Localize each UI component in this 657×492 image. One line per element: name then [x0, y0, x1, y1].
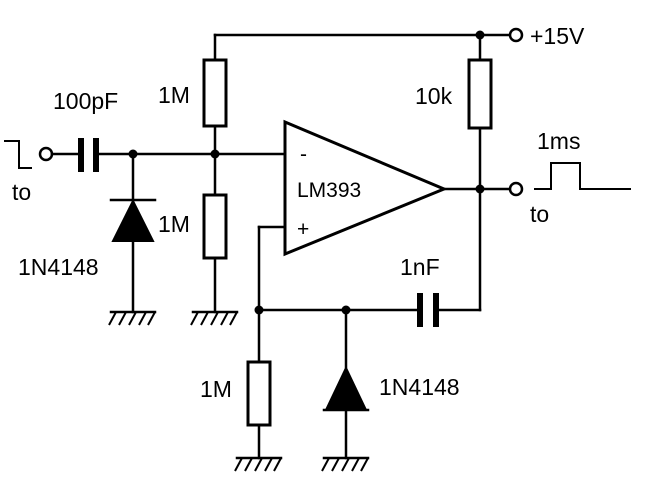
- resistor-1m-feedback-label: 1M: [200, 376, 232, 402]
- pulse-width-label: 1ms: [537, 128, 580, 154]
- output-wire: [442, 184, 512, 194]
- input-step-waveform: [4, 140, 32, 169]
- supply-rail: [213, 30, 514, 62]
- resistor-10k-label: 10k: [415, 83, 453, 109]
- resistor-1m-feedback: [246, 360, 272, 460]
- comparator-label: LM393: [297, 179, 361, 202]
- input-terminal: [38, 146, 54, 162]
- output-pulse-waveform: [534, 162, 631, 190]
- diode-feedback-label: 1N4148: [379, 374, 460, 400]
- diode-feedback: [322, 308, 370, 460]
- resistor-1m-top: [202, 58, 228, 197]
- ground-symbol: [108, 310, 157, 326]
- output-terminal: [508, 181, 524, 197]
- diode-input: [109, 152, 157, 314]
- supply-label: +15V: [530, 23, 585, 49]
- comparator-lm393: [283, 119, 448, 257]
- resistor-10k: [467, 58, 493, 191]
- ground-symbol: [321, 456, 370, 472]
- output-to-label: to: [530, 201, 549, 227]
- resistor-1m-bottom: [202, 193, 228, 314]
- capacitor-100pf: [50, 138, 285, 172]
- supply-terminal: [508, 27, 524, 43]
- input-to-label: to: [12, 179, 31, 205]
- capacitor-100pf-label: 100pF: [53, 88, 118, 114]
- ground-symbol: [234, 456, 283, 472]
- resistor-1m-top-label: 1M: [158, 82, 190, 108]
- diode-input-label: 1N4148: [18, 254, 99, 280]
- noninverting-input-sign: +: [297, 218, 309, 241]
- ground-symbol: [190, 310, 239, 326]
- capacitor-1nf: [417, 293, 439, 327]
- inverting-input-sign: -: [300, 143, 307, 166]
- capacitor-1nf-label: 1nF: [400, 254, 440, 280]
- resistor-1m-bottom-label: 1M: [158, 211, 190, 237]
- feedback-wire: [254, 187, 482, 364]
